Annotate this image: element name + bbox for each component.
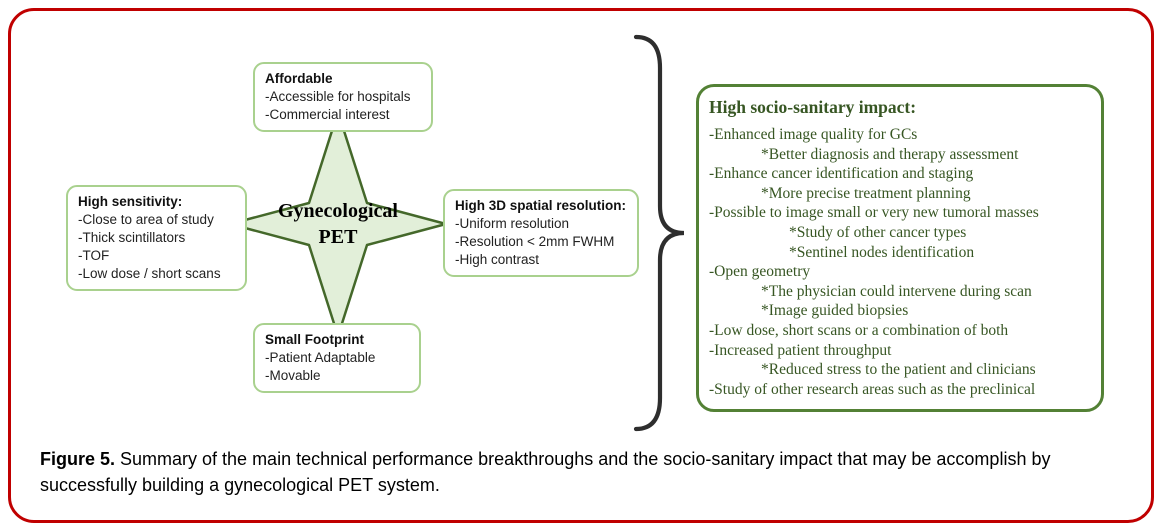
- center-star: Gynecological PET: [228, 110, 448, 338]
- impact-item: -Enhanced image quality for GCs: [709, 126, 918, 143]
- box-high-sensitivity-title: High sensitivity:: [78, 194, 183, 209]
- figure-caption: Figure 5. Summary of the main technical …: [40, 446, 1132, 498]
- impact-item: *Reduced stress to the patient and clini…: [761, 361, 1036, 379]
- impact-item: -Enhance cancer identification and stagi…: [709, 165, 974, 183]
- box-small-footprint-item: -Patient Adaptable: [265, 350, 376, 365]
- box-high-sensitivity-item: -Low dose / short scans: [78, 266, 221, 281]
- star-label-line2: PET: [318, 226, 358, 248]
- box-spatial-resolution-item: -Uniform resolution: [455, 216, 570, 231]
- box-spatial-resolution-item: -Resolution < 2mm FWHM: [455, 234, 615, 249]
- star-label: Gynecological PET: [228, 198, 448, 250]
- impact-item: -Increased patient throughput: [709, 341, 892, 359]
- box-affordable-item: -Accessible for hospitals: [265, 89, 411, 104]
- box-affordable-title: Affordable: [265, 71, 333, 86]
- curly-brace-icon: [633, 34, 685, 432]
- impact-box: High socio-sanitary impact: -Enhanced im…: [696, 84, 1104, 413]
- impact-item: *The physician could intervene during sc…: [761, 282, 1032, 300]
- impact-item: *More precise treatment planning: [761, 184, 971, 202]
- box-high-sensitivity: High sensitivity: -Close to area of stud…: [66, 185, 247, 291]
- box-small-footprint-title: Small Footprint: [265, 332, 364, 347]
- star-label-line1: Gynecological: [278, 200, 398, 222]
- impact-item: -Low dose, short scans or a combination …: [709, 321, 1009, 339]
- box-high-sensitivity-item: -Thick scintillators: [78, 230, 186, 245]
- box-high-sensitivity-item: -Close to area of study: [78, 212, 214, 227]
- figure-caption-text: Summary of the main technical performanc…: [40, 449, 1051, 495]
- box-small-footprint: Small Footprint -Patient Adaptable -Mova…: [253, 323, 421, 393]
- impact-item: *Image guided biopsies: [761, 302, 909, 320]
- curly-brace: [626, 34, 692, 432]
- impact-title: High socio-sanitary impact:: [709, 97, 917, 117]
- impact-item: *Better diagnosis and therapy assessment: [761, 145, 1019, 163]
- box-spatial-resolution: High 3D spatial resolution: -Uniform res…: [443, 189, 639, 277]
- impact-item: -Possible to image small or very new tum…: [709, 204, 1039, 222]
- box-spatial-resolution-item: -High contrast: [455, 252, 540, 267]
- box-affordable-item: -Commercial interest: [265, 107, 390, 122]
- impact-item: -Open geometry: [709, 263, 811, 281]
- box-affordable: Affordable -Accessible for hospitals -Co…: [253, 62, 433, 132]
- impact-item: *Study of other cancer types: [789, 223, 967, 241]
- impact-item: *Sentinel nodes identification: [789, 243, 975, 261]
- box-spatial-resolution-title: High 3D spatial resolution:: [455, 198, 627, 213]
- box-small-footprint-item: -Movable: [265, 368, 321, 383]
- figure-caption-label: Figure 5.: [40, 449, 116, 469]
- box-high-sensitivity-item: -TOF: [78, 248, 110, 263]
- impact-item: -Study of other research areas such as t…: [709, 380, 1036, 398]
